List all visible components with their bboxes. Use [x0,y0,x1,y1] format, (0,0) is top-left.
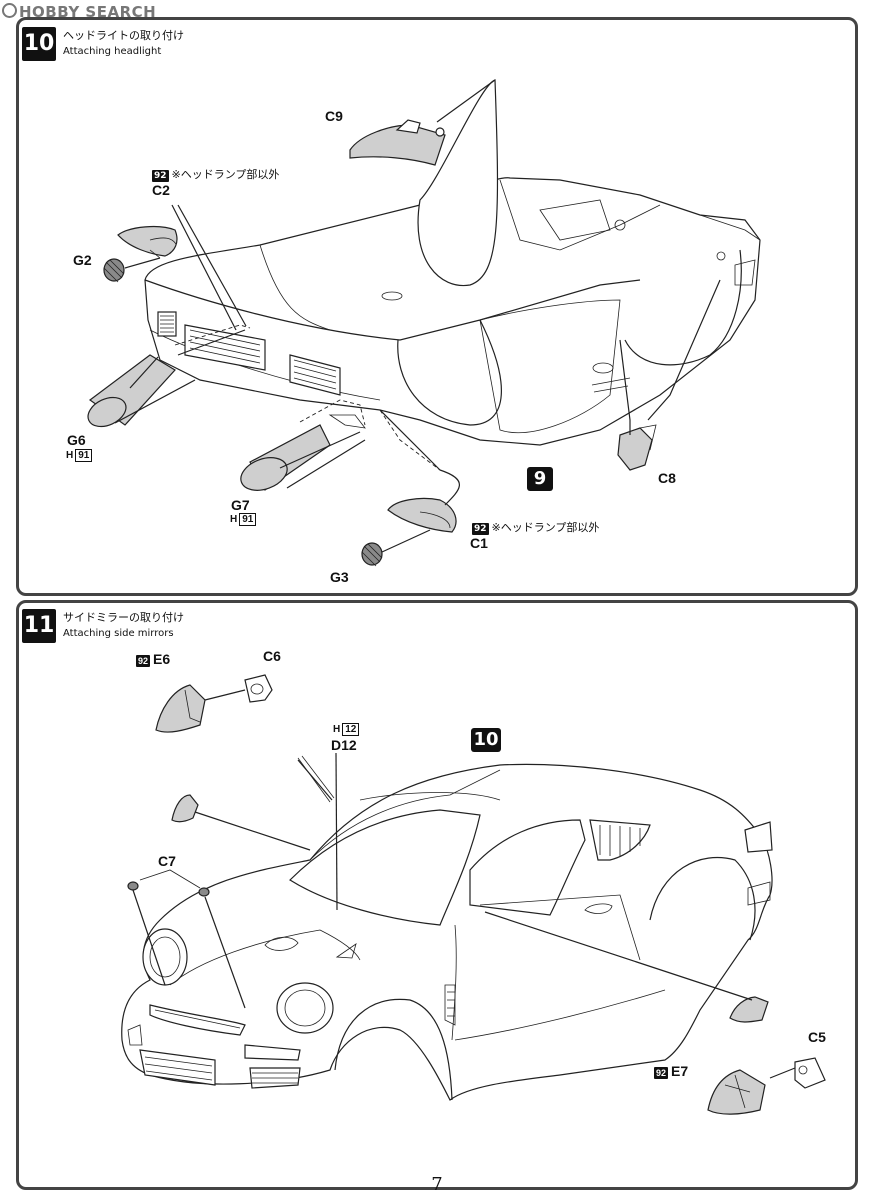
part-c1 [379,409,460,533]
label-c9: C9 [325,108,343,124]
label-g2: G2 [73,252,92,268]
label-d12: D12 [331,737,357,753]
part-g2 [103,258,125,283]
label-g3: G3 [330,569,349,585]
step-10-title-jp: ヘッドライトの取り付け [63,29,184,42]
part-mirror-left [171,794,311,851]
badge-92-bottom: 92 [472,523,489,535]
badge-92-e7: 92 [654,1067,669,1079]
label-c2: C2 [152,182,170,198]
e7-text: E7 [671,1063,689,1079]
part-c9 [349,79,496,166]
part-c5 [769,1057,826,1089]
body-shell-step10 [144,79,761,446]
label-g7: G7 [231,497,250,513]
part-c6 [244,674,273,703]
part-e6 [155,684,246,733]
g7-sub-letter: H [230,514,238,525]
g7-sub-num: 91 [239,513,257,526]
g6-sub-letter: H [66,450,74,461]
step-10-number: 10 [22,27,56,61]
ref-step-9: 9 [527,467,553,491]
mesh-grille-left [157,311,177,337]
part-c2 [117,225,178,259]
part-mirror-right [484,911,769,1023]
label-c6: C6 [263,648,281,664]
e6-text: E6 [153,651,171,667]
part-g6 [87,354,196,428]
part-g7 [240,424,366,491]
watermark-text: HOBBY SEARCH [19,3,157,21]
part-g3 [361,529,431,567]
label-g6: G6 [67,432,86,448]
h12-num: 12 [342,723,360,736]
g6-sub-num: 91 [75,449,93,462]
watermark: HOBBY SEARCH [2,3,156,21]
note-bottom-text: ※ヘッドランプ部以外 [491,521,600,534]
label-c1: C1 [470,535,488,551]
step-11-title-en: Attaching side mirrors [63,628,174,639]
h12-letter: H [333,724,341,735]
label-c8: C8 [658,470,676,486]
step-11-title-jp: サイドミラーの取り付け [63,611,184,624]
part-c7 [127,869,246,1009]
step-11-number: 11 [22,609,56,643]
part-e7 [707,1069,766,1115]
badge-92-top: 92 [152,170,169,182]
badge-92-e6: 92 [136,655,151,667]
magnifier-icon [2,3,17,18]
note-bottom: 92※ヘッドランプ部以外 [472,519,599,535]
note-top-text: ※ヘッドランプ部以外 [171,168,280,181]
ref-step-10: 10 [471,728,501,752]
label-c7: C7 [158,853,176,869]
label-c5: C5 [808,1029,826,1045]
page-number: 7 [431,1174,443,1195]
step-10-title-en: Attaching headlight [63,46,162,57]
mesh-grille-right [289,354,341,396]
part-c8 [617,279,721,471]
car-body-step11 [121,763,773,1101]
note-top: 92※ヘッドランプ部以外 [152,166,279,182]
part-d12 [297,752,338,911]
